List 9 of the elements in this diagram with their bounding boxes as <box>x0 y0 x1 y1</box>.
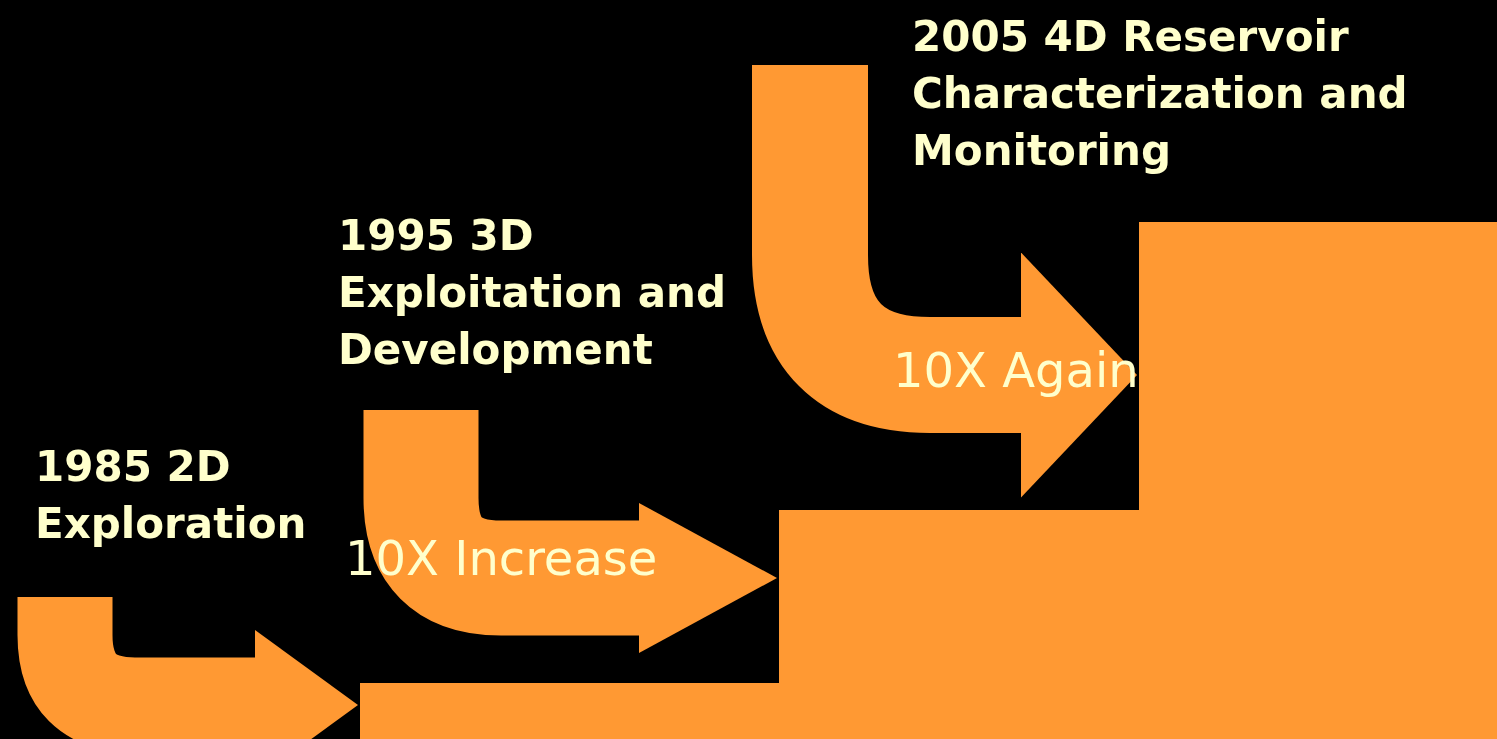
milestone-text: 1995 3D Exploitation and Development <box>338 210 728 376</box>
milestone-text: 2005 4D Reservoir Characterization and Monitoring <box>912 11 1409 177</box>
stair-step <box>779 510 1139 739</box>
curved-arrow <box>363 410 777 653</box>
milestone-text: 1985 2D Exploration <box>35 441 308 550</box>
arrow-label: 10X Again <box>893 342 1139 398</box>
stair-step <box>360 683 779 739</box>
stair-step <box>1139 222 1497 739</box>
curved-arrow <box>752 65 1137 498</box>
